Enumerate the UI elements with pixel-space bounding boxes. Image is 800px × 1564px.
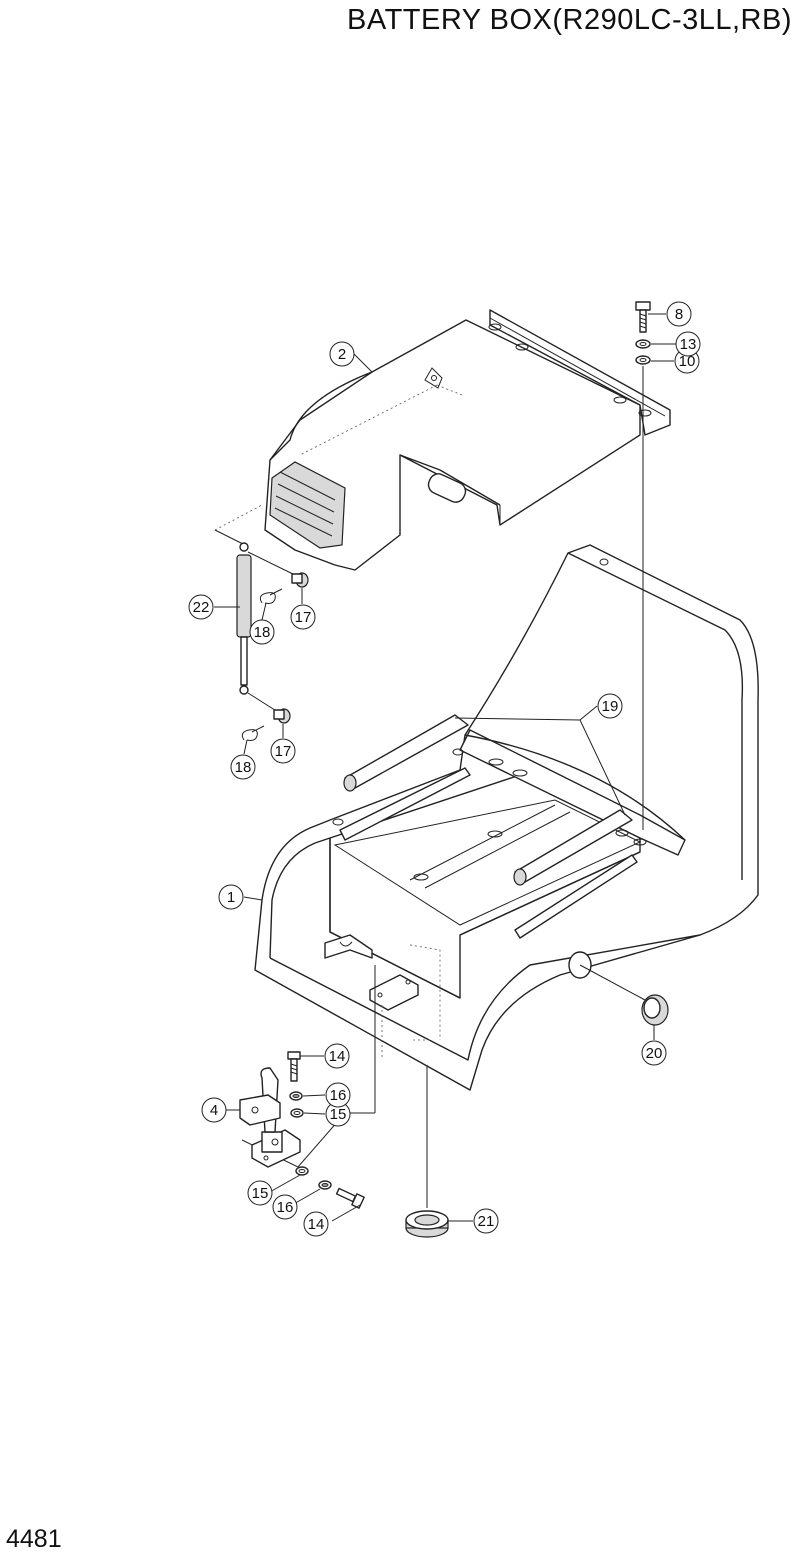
callout-15-lower: 15 (247, 1180, 273, 1206)
callout-2: 2 (329, 341, 355, 367)
callout-4-label: 4 (210, 1102, 218, 1119)
grommet-21-part (405, 1065, 449, 1238)
callout-21: 21 (473, 1208, 499, 1234)
diagram-title: BATTERY BOX(R290LC-3LL,RB) (347, 4, 792, 36)
leader-lines (214, 313, 676, 1222)
callout-16-upper: 16 (325, 1082, 351, 1108)
callout-17-lower: 17 (270, 738, 296, 764)
callout-4: 4 (201, 1097, 227, 1123)
callout-14-upper: 14 (324, 1043, 350, 1069)
callout-19-label: 19 (602, 698, 619, 715)
grommet-20-part (579, 964, 669, 1026)
callout-19: 19 (597, 693, 623, 719)
callout-15-upper-label: 15 (330, 1106, 347, 1123)
callout-18-upper: 18 (249, 619, 275, 645)
callout-22: 22 (188, 594, 214, 620)
top-bolt-stack (635, 301, 651, 830)
box-body-part (254, 544, 759, 1091)
callout-13-label: 13 (680, 336, 697, 353)
callout-15-lower-label: 15 (252, 1185, 269, 1202)
callout-16-upper-label: 16 (330, 1087, 347, 1104)
callout-13: 13 (675, 331, 701, 357)
page-number: 4481 (6, 1525, 62, 1553)
callout-14-lower-label: 14 (308, 1216, 325, 1233)
callout-14-upper-label: 14 (329, 1048, 346, 1065)
cover-part (264, 309, 671, 571)
gas-strut-assembly (214, 504, 309, 741)
callout-8-label: 8 (675, 306, 683, 323)
callout-8: 8 (666, 301, 692, 327)
callout-1-label: 1 (227, 889, 235, 906)
callout-20: 20 (641, 1040, 667, 1066)
callout-1: 1 (218, 884, 244, 910)
callout-18-upper-label: 18 (254, 624, 271, 641)
callout-17-upper-label: 17 (295, 609, 312, 626)
callout-10-label: 10 (679, 353, 696, 370)
callout-17-upper: 17 (290, 604, 316, 630)
callout-21-label: 21 (478, 1213, 495, 1230)
callout-18-lower-label: 18 (235, 759, 252, 776)
callout-20-label: 20 (646, 1045, 663, 1062)
callout-15-upper: 15 (325, 1101, 351, 1127)
latch-assembly (239, 965, 376, 1209)
callout-16-lower-label: 16 (277, 1199, 294, 1216)
callout-18-lower: 18 (230, 754, 256, 780)
callout-16-lower: 16 (272, 1194, 298, 1220)
callout-17-lower-label: 17 (275, 743, 292, 760)
callout-2-label: 2 (338, 346, 346, 363)
callout-14-lower: 14 (303, 1211, 329, 1237)
callout-22-label: 22 (193, 599, 210, 616)
